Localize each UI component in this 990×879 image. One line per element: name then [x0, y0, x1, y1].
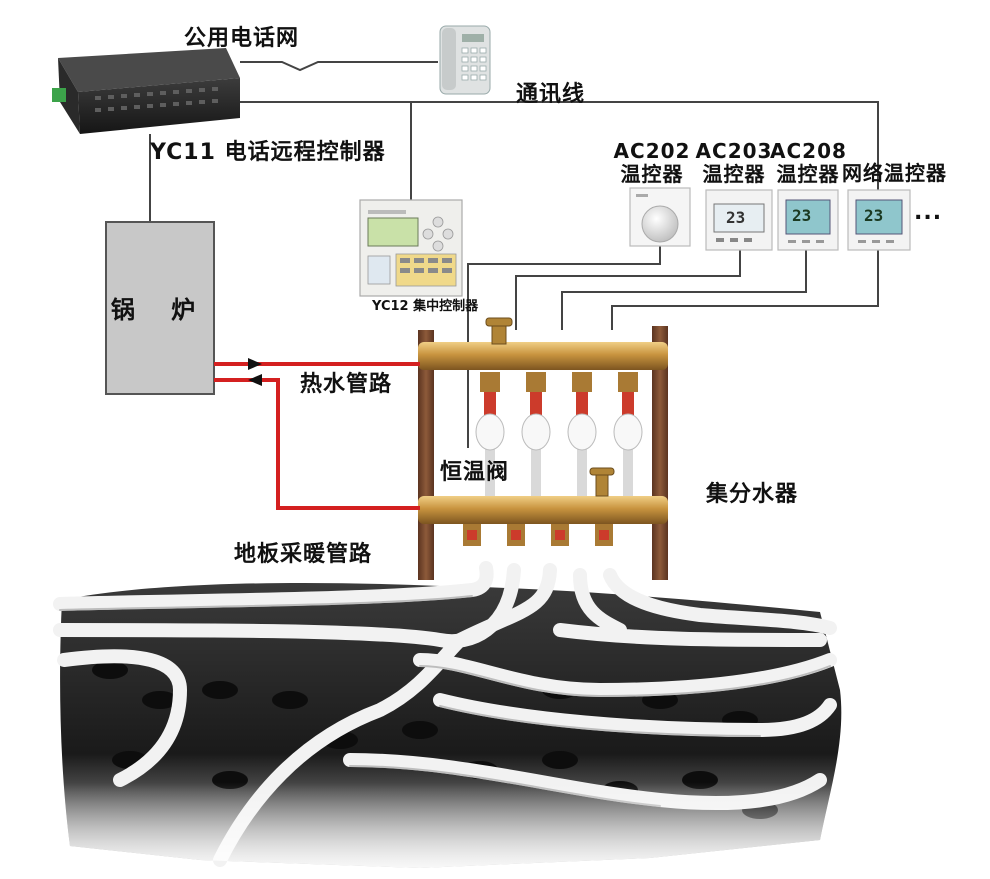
thermostat-network — [847, 189, 911, 251]
manifold-label: 集分水器 — [706, 482, 799, 507]
upper-manifold-bar — [418, 342, 668, 370]
lower-manifold-bar — [418, 496, 668, 524]
manifold-assembly — [418, 317, 668, 580]
thermostatic-valve-label: 恒温阀 — [440, 460, 510, 485]
ac203-type: 温控器 — [702, 162, 766, 186]
hot-water-return-pipe — [214, 378, 420, 510]
return-valves — [463, 524, 613, 546]
floor-heating-slab — [53, 561, 842, 868]
network-thermostat-label: 网络温控器 — [842, 161, 947, 185]
thermostat-ac203 — [705, 189, 773, 251]
ac203-model: AC203 — [695, 139, 773, 163]
public-phone-network-label: 公用电话网 — [184, 26, 300, 51]
supply-arrow-icon — [248, 358, 262, 370]
ac208-model: AC208 — [770, 139, 847, 163]
flow-arrows — [248, 358, 262, 386]
telephone-icon — [439, 25, 491, 95]
hot-water-pipe-label: 热水管路 — [300, 372, 393, 397]
floor-heating-pipe-label: 地板采暖管路 — [234, 542, 373, 567]
ac208-display: 23 — [792, 206, 812, 225]
communication-wires — [149, 61, 879, 448]
return-arrow-icon — [248, 374, 262, 386]
ac202-model: AC202 — [613, 139, 691, 163]
yc11-label: YC11 电话远程控制器 — [150, 140, 386, 165]
central-controller-device — [359, 199, 463, 297]
thermostat-ac208 — [777, 189, 839, 251]
ac208-label: AC208 温控器 — [770, 140, 846, 186]
ac203-display: 23 — [726, 208, 746, 227]
yc12-label: YC12 集中控制器 — [372, 299, 479, 314]
ac208-type: 温控器 — [776, 162, 840, 186]
wire-network — [611, 250, 879, 330]
comm-line-label: 通讯线 — [516, 82, 586, 107]
boiler-label: 锅 炉 — [110, 296, 210, 324]
thermostatic-valves — [475, 372, 643, 451]
phone-line — [240, 61, 438, 72]
yc11-remote-controller-device — [52, 48, 240, 134]
thermostat-ac202 — [629, 187, 691, 247]
boiler-unit — [105, 221, 215, 395]
wire-ac203 — [515, 250, 741, 330]
network-thermostat-display: 23 — [864, 206, 884, 225]
ac202-label: AC202 温控器 — [612, 140, 692, 186]
comm-bus — [240, 101, 879, 196]
wire-ac208 — [561, 250, 807, 330]
more-ellipsis: ... — [914, 200, 943, 225]
ac203-label: AC203 温控器 — [694, 140, 774, 186]
ac202-type: 温控器 — [620, 162, 684, 186]
